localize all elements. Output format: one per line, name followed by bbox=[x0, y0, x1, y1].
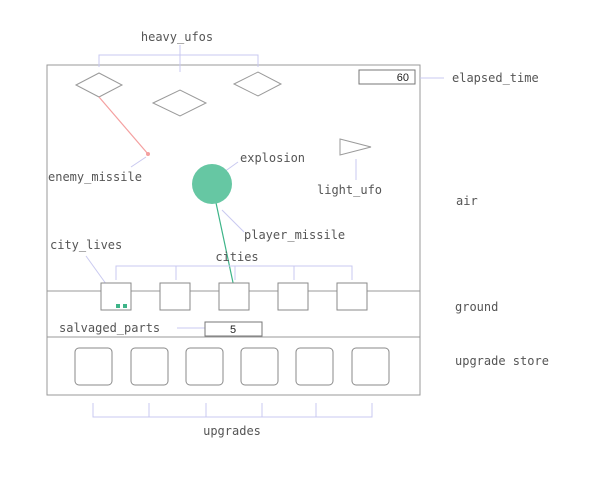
city bbox=[336, 282, 368, 311]
city bbox=[277, 282, 309, 311]
city-life-marker bbox=[116, 304, 120, 308]
ground-label: ground bbox=[455, 300, 498, 314]
upgrade-slot[interactable] bbox=[240, 347, 279, 386]
light-ufo-label: light_ufo bbox=[317, 183, 382, 197]
enemy-missile-trail bbox=[98, 96, 149, 155]
elapsed-time-label: elapsed_time bbox=[452, 71, 539, 85]
player-missile-leader bbox=[221, 209, 245, 233]
game-frame bbox=[46, 64, 421, 396]
elapsed-time-box bbox=[358, 69, 416, 85]
salvaged-parts-value: 5 bbox=[230, 324, 236, 336]
city-life-marker bbox=[123, 304, 127, 308]
salvaged-parts-box bbox=[204, 321, 263, 337]
explosion-label: explosion bbox=[240, 151, 305, 165]
heavy-ufos-bracket bbox=[98, 45, 259, 72]
upgrade-store-label: upgrade store bbox=[455, 354, 549, 368]
upgrades-bracket bbox=[92, 403, 373, 418]
city-lives-label: city_lives bbox=[50, 238, 122, 252]
air-label: air bbox=[456, 194, 478, 208]
city bbox=[218, 282, 250, 311]
upgrade-slot[interactable] bbox=[74, 347, 113, 386]
upgrade-slot[interactable] bbox=[130, 347, 169, 386]
enemy-missile-head bbox=[146, 152, 150, 156]
upgrade-slot[interactable] bbox=[185, 347, 224, 386]
enemy-missile-leader bbox=[130, 156, 147, 168]
explosion-circle bbox=[192, 164, 232, 204]
heavy-ufo bbox=[151, 89, 208, 117]
heavy-ufos-label: heavy_ufos bbox=[141, 30, 213, 44]
city bbox=[159, 282, 191, 311]
cities-bracket bbox=[115, 265, 353, 280]
player-missile-label: player_missile bbox=[244, 228, 345, 242]
elapsed-time-value: 60 bbox=[397, 72, 409, 84]
upgrade-slot[interactable] bbox=[295, 347, 334, 386]
light-ufo bbox=[339, 138, 372, 156]
heavy-ufo bbox=[74, 72, 124, 98]
enemy-missile-label: enemy_missile bbox=[48, 170, 142, 184]
cities-label: cities bbox=[215, 250, 258, 264]
salvaged-parts-label: salvaged_parts bbox=[59, 321, 160, 335]
upgrades-label: upgrades bbox=[203, 424, 261, 438]
heavy-ufo bbox=[232, 71, 283, 97]
upgrade-slot[interactable] bbox=[351, 347, 390, 386]
